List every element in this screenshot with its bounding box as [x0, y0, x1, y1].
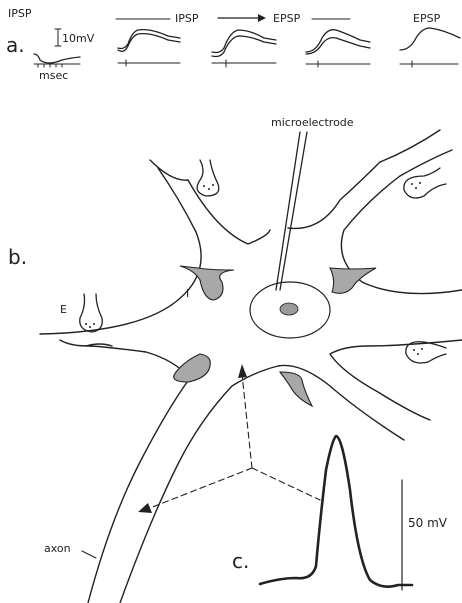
excitatory-synapse-upper-right: [404, 168, 446, 198]
panel-a: a. IPSP 10mV msec IPSP EPSP: [6, 7, 460, 82]
trace-4-label: EPSP: [413, 12, 441, 25]
dendrite-left-upper: [150, 160, 188, 180]
excitatory-label: E: [60, 303, 67, 316]
axon-pointer: [82, 551, 96, 558]
nucleolus: [280, 303, 298, 315]
microelectrode: [276, 132, 307, 290]
voltage-scale-bar: [55, 29, 61, 46]
trace-1-label: IPSP: [8, 7, 32, 20]
action-potential-trace: [260, 436, 412, 587]
inhibitory-synapse-right: [330, 268, 376, 293]
ipsp-trace-3: [212, 30, 276, 67]
panel-c: c. 50 mV: [232, 436, 448, 590]
epsp-trace-5: [400, 28, 460, 67]
inhibitory-synapse-lower: [280, 372, 312, 406]
panel-b-label: b.: [8, 245, 27, 269]
panel-c-label: c.: [232, 549, 249, 573]
panel-a-label: a.: [6, 33, 25, 57]
epsp-trace-4: [306, 30, 370, 67]
excitatory-synapse-right: [406, 342, 446, 363]
transition-arrow: [218, 14, 266, 22]
panel-b: b. microelectrode E: [8, 116, 462, 603]
arrow-axon: [138, 503, 152, 513]
inhibitory-synapse-lower-left: [174, 354, 211, 382]
ipsp-trace-1: [34, 54, 80, 67]
time-label: msec: [39, 69, 68, 82]
trace-2-label: IPSP: [175, 12, 199, 25]
dendrite-right-upper: [380, 130, 452, 176]
axon-label: axon: [44, 542, 71, 555]
excitatory-synapse-left: [80, 294, 103, 332]
trace-3-label: EPSP: [273, 12, 301, 25]
dendrite-left-lower: [86, 344, 112, 346]
ipsp-trace-2: [118, 30, 180, 66]
arrow-up: [238, 364, 247, 378]
cell-body-outline: [40, 162, 462, 603]
excitatory-synapse-top: [197, 160, 219, 196]
microelectrode-label: microelectrode: [271, 116, 354, 129]
inhibitory-label: I: [186, 287, 189, 300]
dashed-connector: [150, 374, 320, 508]
voltage-scale-label: 10mV: [62, 32, 95, 45]
voltage-scale-label-c: 50 mV: [408, 516, 448, 530]
